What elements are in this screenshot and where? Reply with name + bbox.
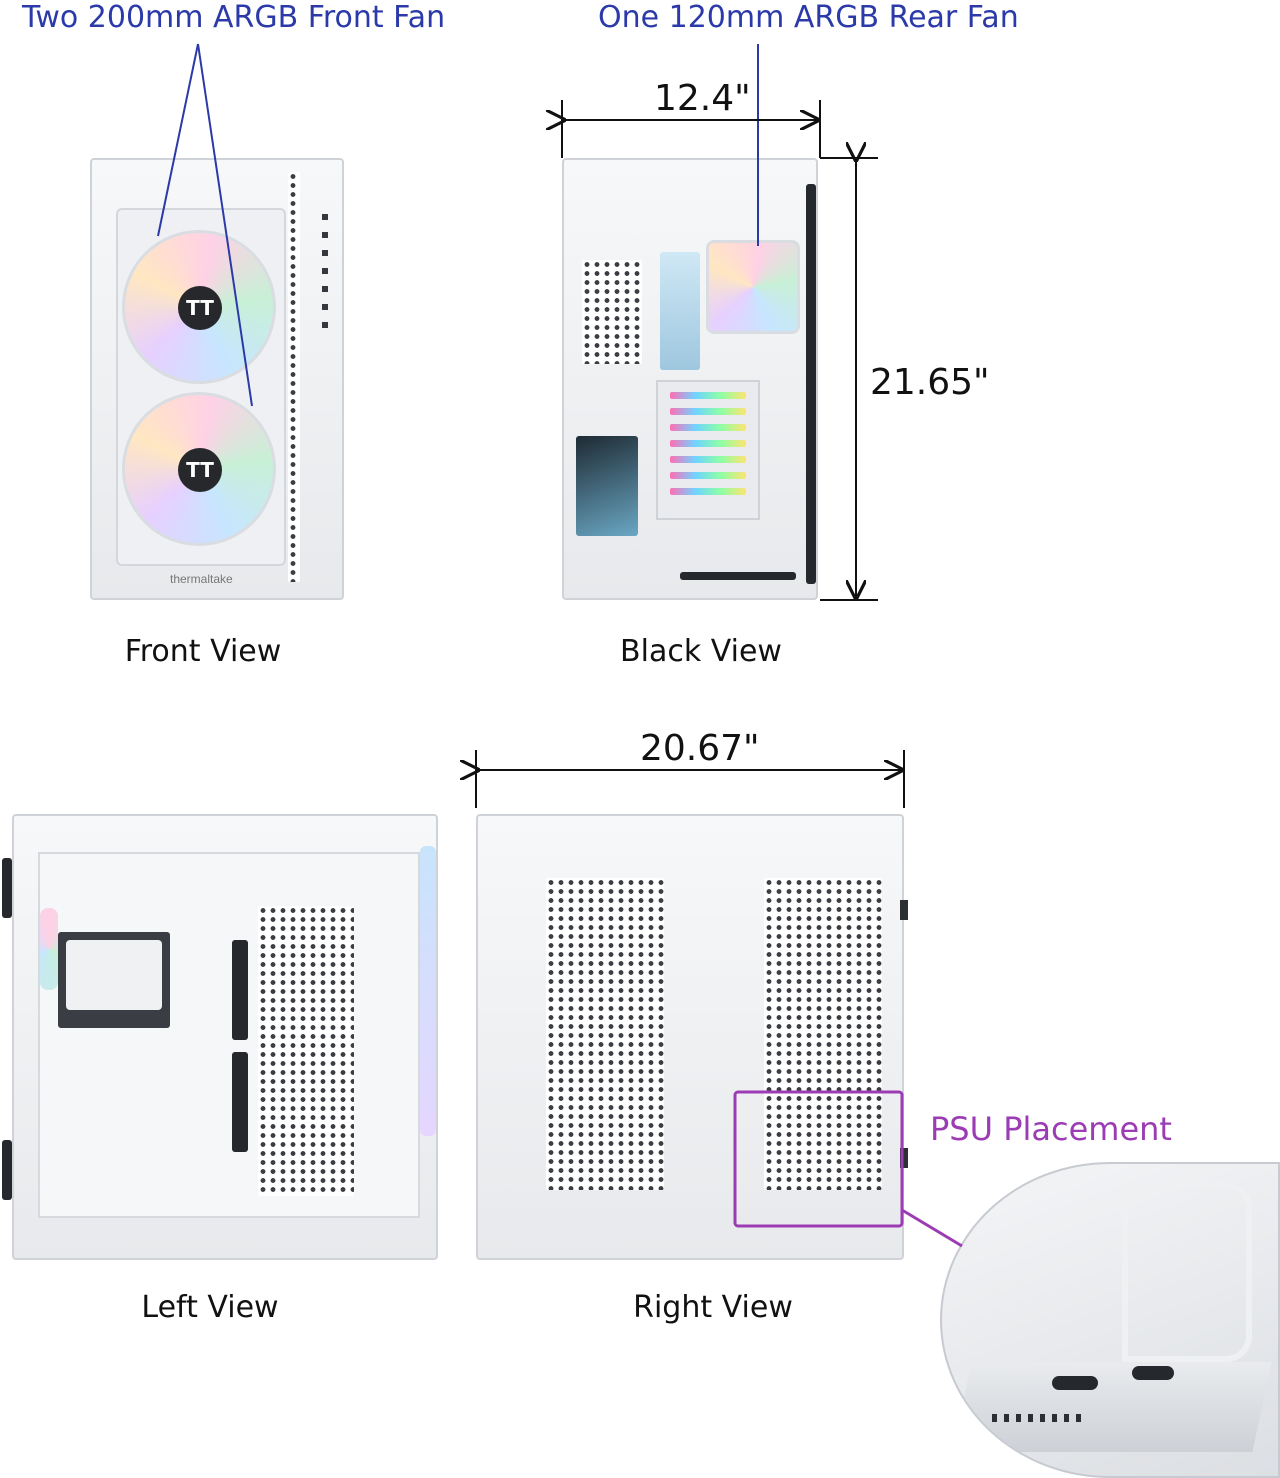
psu-placement-label: PSU Placement (930, 1110, 1172, 1148)
psu-frame-bracket (1122, 1182, 1252, 1362)
right-view-caption: Right View (633, 1290, 793, 1325)
back-window-strip (660, 252, 700, 370)
left-drive-tray (66, 940, 162, 1010)
fan-hub-logo-icon: TT (178, 286, 222, 330)
back-psu-opening (576, 436, 638, 536)
front-brand-logo: thermaltake (170, 572, 233, 586)
front-io-ports (322, 214, 328, 334)
left-grommet-top (232, 940, 248, 1040)
front-side-vent (288, 172, 300, 582)
front-fan-bottom: TT (122, 392, 276, 546)
rear-fan (706, 240, 800, 334)
back-top-vent (582, 260, 642, 364)
height-dimension-label: 21.65" (870, 362, 990, 403)
back-bottom-vent (680, 572, 796, 580)
back-hinge-edge (806, 184, 816, 584)
psu-cutout-left (1052, 1376, 1098, 1390)
left-hinge-bottom (2, 1140, 12, 1200)
left-view-caption: Left View (141, 1290, 279, 1325)
right-vent-right (764, 878, 882, 1190)
front-fan-top: TT (122, 230, 276, 384)
psu-zoom-inset (940, 1162, 1280, 1478)
left-interior (38, 852, 420, 1218)
left-hinge-top (2, 858, 12, 918)
psu-highlight-box (733, 1090, 904, 1228)
left-side-fans (420, 846, 436, 1136)
psu-cutout-right (1132, 1366, 1174, 1380)
front-fan-annotation: Two 200mm ARGB Front Fan (22, 0, 446, 35)
rear-fan-annotation: One 120mm ARGB Rear Fan (598, 0, 1019, 35)
front-fan-leader-right (197, 43, 253, 407)
right-thumbscrew-top (900, 900, 908, 920)
right-thumbscrew-bottom (900, 1148, 908, 1168)
left-grommet-bottom (232, 1052, 248, 1152)
front-fan-leader-left (157, 43, 199, 237)
expansion-slots (656, 380, 760, 520)
psu-callout-line (901, 1208, 963, 1248)
left-cable-grill (258, 906, 354, 1196)
front-view-caption: Front View (124, 634, 282, 669)
fan-hub-logo-icon: TT (178, 448, 222, 492)
back-view-caption: Black View (620, 634, 782, 669)
right-vent-left (546, 878, 664, 1190)
psu-vent-holes (992, 1414, 1082, 1422)
left-front-fan-edge (40, 908, 58, 990)
